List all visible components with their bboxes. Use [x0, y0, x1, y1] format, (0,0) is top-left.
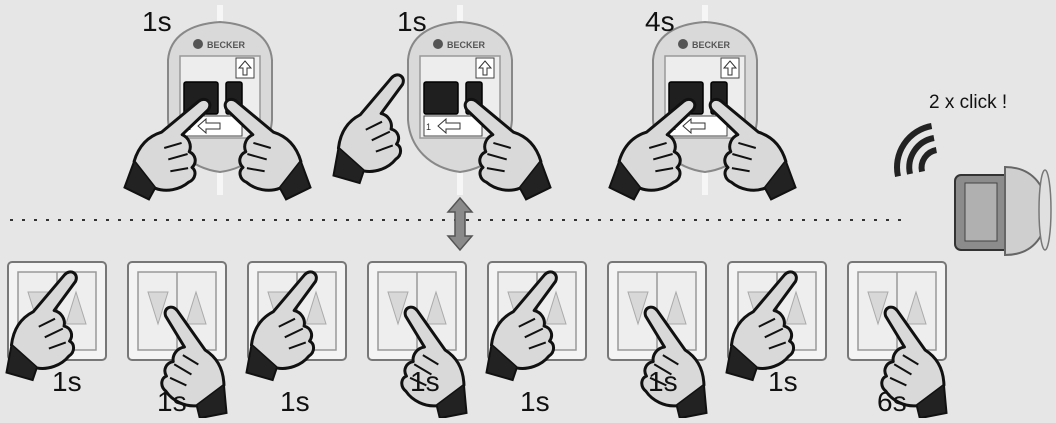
- up-arrow-icon: [905, 290, 927, 325]
- brand-dot-icon: [678, 39, 688, 49]
- up-arrow-icon: [785, 290, 807, 325]
- switch-4-time: 1s: [410, 366, 440, 397]
- switch-1-time: 1s: [52, 366, 82, 397]
- unit-1-time: 1s: [142, 6, 172, 37]
- switch-2-time: 1s: [157, 386, 187, 417]
- switch-3-time: 1s: [280, 386, 310, 417]
- unit-2-time: 1s: [397, 6, 427, 37]
- radio-waves-icon: [894, 123, 938, 178]
- up-arrow-icon: [545, 290, 567, 325]
- up-arrow-icon: [425, 290, 447, 325]
- up-arrow-icon: [65, 290, 87, 325]
- up-arrow-icon: [720, 57, 740, 79]
- double-arrow-icon: [446, 196, 474, 252]
- switch-5-time: 1s: [520, 386, 550, 417]
- brand-label: BECKER: [447, 40, 486, 50]
- wall-transmitter-2: BECKER12: [407, 5, 513, 195]
- down-arrow-icon: [147, 291, 169, 326]
- down-arrow-icon: [867, 291, 889, 326]
- number-1-label: 1: [426, 122, 431, 132]
- wall-switch-2: [127, 261, 227, 361]
- unit-3-time: 4s: [645, 6, 675, 37]
- receiver-device: [954, 165, 1052, 257]
- brand-dot-icon: [193, 39, 203, 49]
- brand-dot-icon: [433, 39, 443, 49]
- switch-7-time: 1s: [768, 366, 798, 397]
- switch-8-time: 6s: [877, 386, 907, 417]
- up-arrow-icon: [305, 290, 327, 325]
- receiver-click-label: 2 x click !: [929, 92, 1008, 113]
- switch-6-time: 1s: [648, 366, 678, 397]
- up-arrow-icon: [665, 290, 687, 325]
- up-arrow-icon: [185, 290, 207, 325]
- wall-transmitter-3: BECKER12: [652, 5, 758, 195]
- left-arrow-icon: [423, 115, 483, 137]
- brand-label: BECKER: [692, 40, 731, 50]
- down-arrow-icon: [387, 291, 409, 326]
- up-arrow-icon: [235, 57, 255, 79]
- up-arrow-icon: [475, 57, 495, 79]
- left-button: [423, 81, 459, 115]
- down-arrow-icon: [627, 291, 649, 326]
- brand-label: BECKER: [207, 40, 246, 50]
